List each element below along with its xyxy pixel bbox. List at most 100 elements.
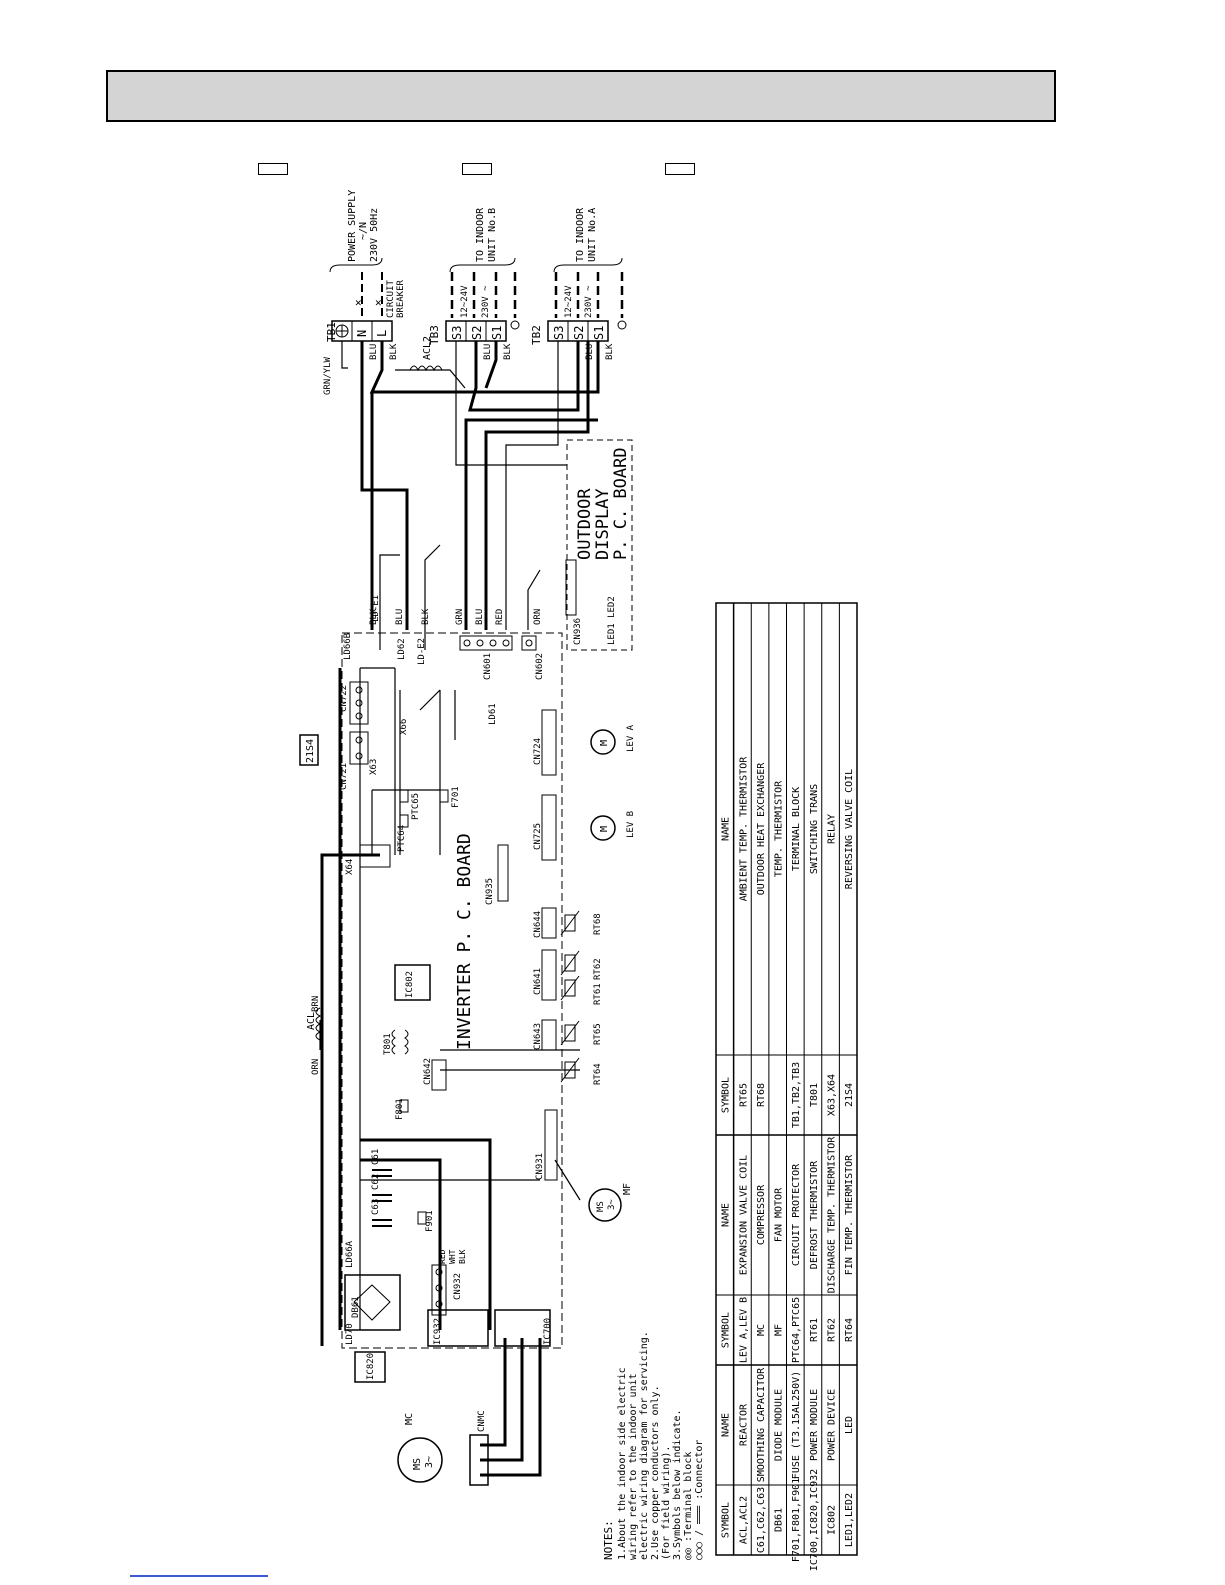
symbol-table-cell: DEFROST THERMISTOR [809,1160,820,1269]
mf-label: MF [622,1183,633,1195]
ptc65-label: PTC65 [411,793,421,820]
ld66b-label: LD66B [343,633,353,660]
power-spec-2: 230V 50Hz [369,208,380,262]
display-board-1: OUTDOOR [575,488,595,560]
x66-label: X66 [399,719,409,735]
cn931-label: CN931 [535,1153,545,1180]
symbol-table-cell: RT65 [738,1083,749,1107]
symbol-table-cell: PTC64,PTC65 [791,1297,802,1363]
connector-cn931 [544,1109,558,1181]
symbol-table-cell: F701,F801,F901 [791,1478,802,1562]
inverter-board-title: INVERTER P. C. BOARD [454,833,475,1050]
indoor-b-earth [510,320,520,330]
cn721-label: CN721 [339,763,349,790]
ic700-box [494,1309,551,1347]
rt64-label: RT64 [593,1063,603,1085]
notes: NOTES: 1.About the indoor side electric … [602,1331,705,1560]
breaker-label: BREAKER [396,279,406,318]
power-spec-1: ~/N [358,222,369,240]
cn643-label: CN643 [533,1023,543,1050]
inverter-board-outline [341,632,563,1349]
cn936-label: CN936 [573,618,583,645]
cnmc-label: CNMC [477,1410,487,1432]
note-line-8: ○○○ / ═══ :Connector [694,1440,705,1560]
breaker-x2: ✕ [375,296,382,309]
acl2-coil [409,365,443,372]
acl-label: ACL [306,1012,317,1030]
ic820-label: IC820 [366,1353,376,1380]
note-line-6: 3.Symbols below indicate. [672,1409,683,1560]
connector-cn935 [497,844,509,902]
f801-box [399,1099,409,1113]
terminal-block-tb1 [331,320,393,342]
symbol-table-cell: MC [756,1324,767,1336]
symbol-table-cell: POWER DEVICE [826,1389,837,1461]
rt65-label: RT65 [593,1023,603,1045]
symbol-table-header-cell: NAME [721,817,732,841]
thermistor-symbols [560,910,580,1083]
db61-box [344,1274,401,1331]
orn-label: ORN [311,1059,321,1075]
note-line-5: (For field wiring). [661,1446,672,1560]
f701-box [439,789,449,803]
circuit-breaker-label: CIRCUIT [386,279,396,318]
f701-label: F701 [451,786,461,808]
wiring [319,341,600,1477]
mf-ms: MS [596,1201,606,1212]
cn932-blk: BLK [458,1249,467,1264]
to-indoor-b-2: UNIT No.B [487,208,498,262]
breaker-x1: ✕ [355,296,362,309]
blu-tb1: BLU [369,344,379,360]
c61-label: C61 [371,1149,381,1165]
symbol-table-cell: CIRCUIT PROTECTOR [791,1163,802,1266]
symbol-table-cell: 21S4 [844,1083,855,1107]
symbol-table-cell: LED [844,1416,855,1434]
rt62-label: RT62 [593,958,603,980]
mc-label: MC [404,1413,415,1425]
ic802-label: IC802 [405,971,415,998]
rt68-label: RT68 [593,913,603,935]
to-indoor-a-2: UNIT No.A [587,208,598,262]
connector-cn724 [541,709,557,776]
db61-label: DB61 [351,1296,361,1318]
cn641-label: CN641 [533,968,543,995]
f901-box [417,1211,427,1225]
note-line-1: 1.About the indoor side electric [617,1367,628,1560]
mf-3ph: 3~ [607,1199,617,1210]
lev-a-motor [590,729,616,755]
header-band [106,70,1056,122]
symbol-table-cell: ACL,ACL2 [738,1496,749,1544]
ic802-box [394,964,431,1001]
symbol-table-cell: TB1,TB2,TB3 [791,1062,802,1128]
connector-cn721 [349,731,369,765]
blk-tb2: BLK [605,343,615,360]
tb2-s1: S1 [592,326,606,340]
mc-3ph: 3~ [424,1456,435,1468]
lev-b-motor [590,815,616,841]
rt61-label: RT61 [593,983,603,1005]
led-label: LED1 LED2 [607,596,617,645]
acl2-label: ACL2 [422,336,433,360]
tb2-label: TB2 [530,325,543,345]
ic932-box [427,1309,489,1347]
c62-label: C62 [371,1174,381,1190]
connector-cn722 [349,681,369,725]
compressor-motor [397,1437,443,1483]
connector-cn642 [431,1059,447,1091]
symbol-table-header-cell: SYMBOL [721,1077,732,1113]
x64-relay [359,844,391,868]
ic820-box [354,1351,386,1383]
indoor-b-v230: 230V ~ [481,285,491,318]
connector-cn725 [541,794,557,861]
tb2-s3: S3 [552,326,566,340]
grn-1: GRN [455,609,465,625]
to-indoor-b-1: TO INDOOR [475,207,486,262]
ld70-label: LD70 [345,1323,355,1345]
symbol-table-cell: TEMP. THERMISTOR [774,780,785,877]
tb3-s3: S3 [450,326,464,340]
cn642-label: CN642 [423,1058,433,1085]
grn-ylw-label: GRN/YLW [323,356,333,395]
lde2-label: LD-E2 [417,638,427,665]
symbol-table-cell: IC802 [826,1505,837,1535]
tb1-l: L [375,330,389,337]
